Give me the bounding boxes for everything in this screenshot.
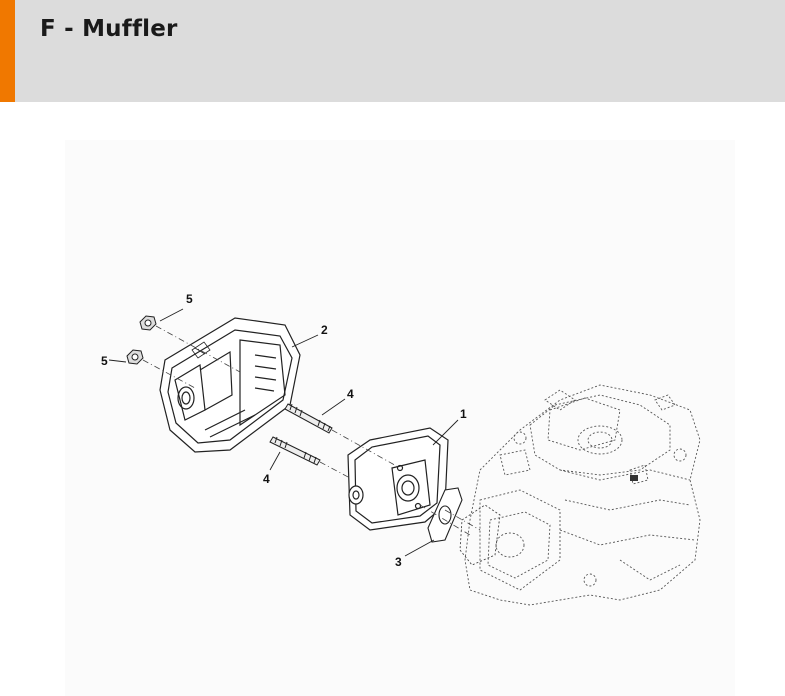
- callout-2: 2: [321, 323, 328, 337]
- exhaust-flange: [459, 504, 501, 566]
- page-title: F - Muffler: [40, 16, 178, 42]
- callout-4-lower: 4: [263, 472, 270, 486]
- callout-5-lower: 5: [101, 354, 108, 368]
- engine-detail-mark: [630, 475, 638, 481]
- assembly-lines: [142, 325, 481, 536]
- muffler-shield: [159, 317, 301, 453]
- callout-4-upper: 4: [347, 387, 354, 401]
- callout-5-upper: 5: [186, 292, 193, 306]
- leader-lines: [108, 308, 459, 557]
- callout-1: 1: [460, 407, 467, 421]
- accent-bar: [0, 0, 15, 102]
- muffler-body: [347, 427, 449, 531]
- stud-lower: [269, 436, 321, 466]
- shield-logo-icon: [191, 341, 211, 359]
- callout-labels: 1 2 3 4 4 5 5: [101, 292, 467, 569]
- gasket: [427, 487, 463, 543]
- stud-upper: [284, 403, 333, 434]
- nut-lower: [126, 349, 144, 365]
- callout-3: 3: [395, 555, 402, 569]
- nut-upper: [139, 315, 157, 331]
- engine-block: [464, 384, 701, 606]
- page-header: F - Muffler: [0, 0, 785, 102]
